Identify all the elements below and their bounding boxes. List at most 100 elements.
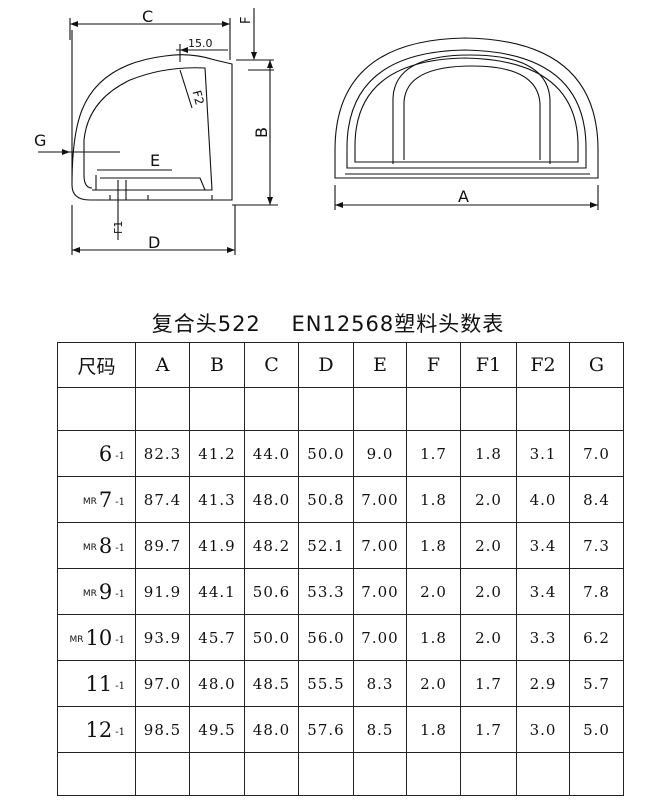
value-cell: 45.7 [189, 614, 245, 661]
value-cell: 1.7 [406, 430, 461, 477]
value-cell: 7.3 [569, 522, 624, 569]
dim-label-d: D [148, 233, 160, 252]
size-number: 10 [85, 625, 113, 650]
value-cell: 7.8 [569, 568, 624, 615]
size-suffix: -1 [115, 588, 125, 600]
value-cell: 48.0 [244, 706, 299, 753]
header-f1: F1 [460, 342, 517, 388]
header-c: C [244, 342, 299, 388]
value-cell: 3.0 [516, 706, 570, 753]
size-number: 12 [85, 717, 113, 742]
size-prefix: MR [82, 589, 97, 599]
value-cell: 7.0 [569, 430, 624, 477]
value-cell: 91.9 [135, 568, 190, 615]
header-g: G [569, 342, 624, 388]
header-d: D [298, 342, 354, 388]
value-cell: 53.3 [298, 568, 354, 615]
value-cell: 48.0 [244, 476, 299, 523]
value-cell: 3.3 [516, 614, 570, 661]
size-cell: MR9-1 [57, 568, 136, 615]
header-f2: F2 [516, 342, 570, 388]
value-cell: 50.8 [298, 476, 354, 523]
size-suffix: -1 [115, 726, 125, 738]
header-a: A [135, 342, 190, 388]
value-cell: 50.0 [244, 614, 299, 661]
value-cell: 49.5 [189, 706, 245, 753]
value-cell: 82.3 [135, 430, 190, 477]
front-view-inner [392, 54, 551, 164]
dim-label-c: C [142, 7, 153, 26]
value-cell: 56.0 [298, 614, 354, 661]
value-cell: 7.00 [353, 476, 407, 523]
value-cell: 41.3 [189, 476, 245, 523]
value-cell: 93.9 [135, 614, 190, 661]
value-cell: 48.0 [189, 660, 245, 707]
value-cell: 5.7 [569, 660, 624, 707]
value-cell: 50.0 [298, 430, 354, 477]
value-cell: 2.0 [460, 614, 517, 661]
size-cell: 12-1 [57, 706, 136, 753]
value-cell: 2.0 [460, 522, 517, 569]
size-prefix: MR [82, 543, 97, 553]
value-cell: 2.0 [406, 660, 461, 707]
value-cell: 87.4 [135, 476, 190, 523]
header-e: E [353, 342, 407, 388]
dim-label-a: A [458, 187, 469, 206]
blank-row [57, 387, 624, 431]
value-cell: 2.9 [516, 660, 570, 707]
value-cell: 97.0 [135, 660, 190, 707]
value-cell: 48.2 [244, 522, 299, 569]
dim-label-15: 15.0 [188, 37, 213, 50]
size-suffix: -1 [115, 680, 125, 692]
value-cell: 44.1 [189, 568, 245, 615]
value-cell: 7.00 [353, 568, 407, 615]
value-cell: 3.1 [516, 430, 570, 477]
value-cell: 52.1 [298, 522, 354, 569]
size-cell: 6-1 [57, 430, 136, 477]
size-cell: MR7-1 [57, 476, 136, 523]
size-prefix: MR [82, 497, 97, 507]
value-cell: 55.5 [298, 660, 354, 707]
value-cell: 2.0 [460, 476, 517, 523]
value-cell: 44.0 [244, 430, 299, 477]
value-cell: 7.00 [353, 522, 407, 569]
dim-label-g: G [34, 131, 46, 150]
size-cell: MR8-1 [57, 522, 136, 569]
blank-row [57, 752, 624, 796]
side-profile-inner [83, 67, 213, 191]
size-number: 11 [85, 671, 113, 696]
size-number: 6 [98, 441, 113, 466]
value-cell: 1.7 [460, 706, 517, 753]
size-number: 7 [98, 487, 113, 512]
side-profile-outer [71, 30, 233, 201]
value-cell: 1.8 [406, 522, 461, 569]
value-cell: 8.5 [353, 706, 407, 753]
size-suffix: -1 [115, 496, 125, 508]
header-row: 尺码 A B C D E F F1 F2 G [57, 342, 624, 388]
dim-label-b: B [252, 127, 271, 138]
size-cell: 11-1 [57, 660, 136, 707]
dim-label-f2: F2 [189, 89, 206, 107]
value-cell: 2.0 [406, 568, 461, 615]
value-cell: 50.6 [244, 568, 299, 615]
value-cell: 8.4 [569, 476, 624, 523]
table-title: 复合头522 EN12568塑料头数表 [151, 312, 505, 336]
dim-label-e: E [150, 151, 160, 170]
value-cell: 8.3 [353, 660, 407, 707]
header-f: F [406, 342, 461, 388]
value-cell: 1.8 [406, 614, 461, 661]
value-cell: 1.7 [460, 660, 517, 707]
value-cell: 57.6 [298, 706, 354, 753]
size-suffix: -1 [115, 634, 125, 646]
header-b: B [189, 342, 245, 388]
dim-label-f1: F1 [112, 221, 125, 234]
size-cell: MR10-1 [57, 614, 136, 661]
header-size: 尺码 [57, 342, 136, 388]
value-cell: 4.0 [516, 476, 570, 523]
